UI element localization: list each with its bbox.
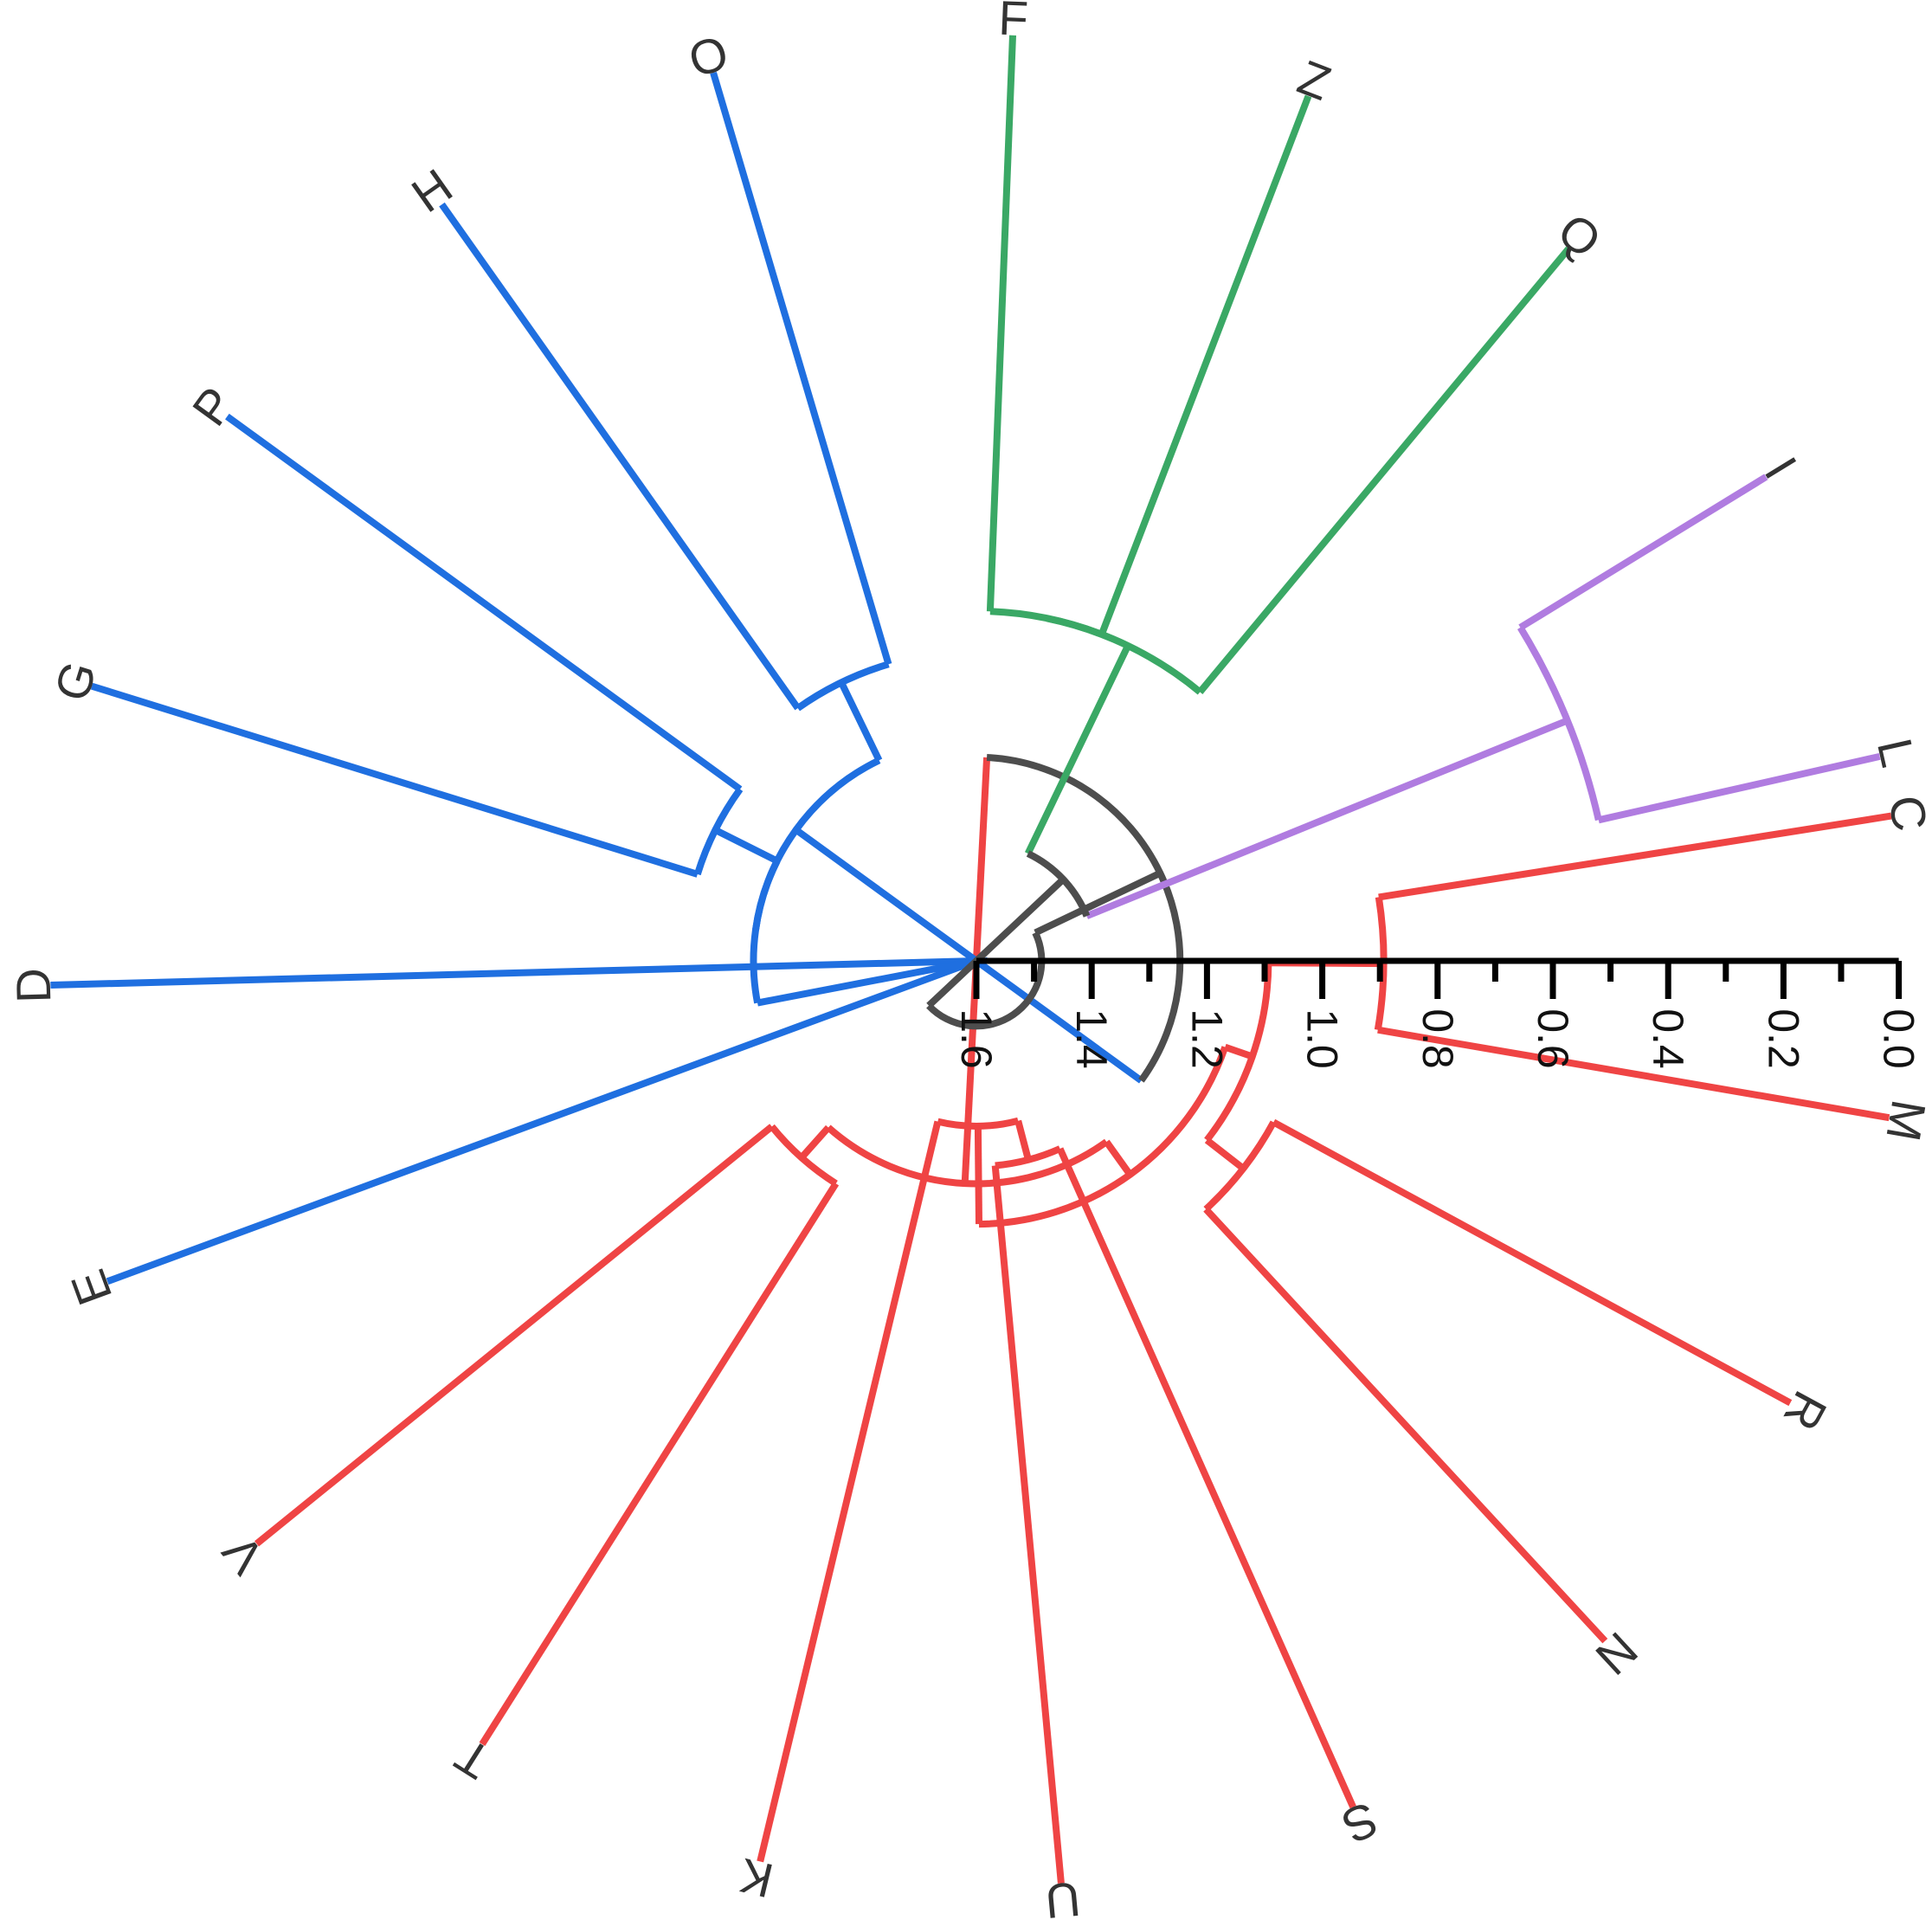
branch-m_RN xyxy=(1204,1137,1246,1172)
leaf-label-S: S xyxy=(1334,1791,1386,1854)
branch-m_HO xyxy=(838,680,883,763)
branch-m_ED xyxy=(757,956,985,1007)
branch-m_RNCM xyxy=(1223,1043,1254,1060)
scale-tick-label: 0.8 xyxy=(1414,1008,1462,1069)
branch-N xyxy=(1203,1207,1608,1644)
branch-P xyxy=(225,413,743,792)
leaf-label-E: E xyxy=(60,1263,122,1312)
branch-m_SU xyxy=(1014,1119,1032,1161)
branch-K xyxy=(757,1120,942,1863)
branch-L xyxy=(1597,752,1881,824)
branch-F xyxy=(986,35,1016,612)
scale-tick-label: 1.6 xyxy=(952,1008,1001,1069)
branch-V xyxy=(254,1124,775,1547)
scale-tick-label: 1.0 xyxy=(1298,1008,1347,1069)
branch-m_GP xyxy=(713,827,779,865)
leaf-label-R: R xyxy=(1774,1382,1839,1440)
scale-tick-label: 0.6 xyxy=(1529,1008,1577,1069)
leaf-label-C: C xyxy=(1878,792,1932,835)
branch-Z xyxy=(1098,94,1312,636)
arc-m_SUK xyxy=(937,1117,1020,1130)
branch-m_green xyxy=(1024,644,1131,855)
branch-O xyxy=(710,71,892,666)
branch-R xyxy=(1272,1118,1793,1407)
leaf-label-K: K xyxy=(734,1848,778,1909)
leaf-label-O: O xyxy=(683,25,735,88)
leaf-label-G: G xyxy=(43,655,106,707)
leaf-label-P: P xyxy=(182,377,245,435)
branch-Q xyxy=(1197,246,1572,694)
leaf-label-H: H xyxy=(402,158,461,223)
branch-I xyxy=(1518,474,1768,631)
branch-m_SUK xyxy=(974,1125,982,1225)
branch-G xyxy=(90,682,699,878)
dendrogram-branches xyxy=(50,35,1892,1884)
branch-H xyxy=(439,202,801,711)
leaf-label-F: F xyxy=(997,0,1029,46)
leaf-label-M: M xyxy=(1876,1096,1932,1145)
branch-m_TV xyxy=(799,1124,831,1160)
scale-tick-label: 1.2 xyxy=(1182,1008,1231,1069)
branch-m_greenpurple xyxy=(926,876,1066,1008)
branch-E xyxy=(106,955,985,1285)
branch-m_redblue xyxy=(1034,869,1162,937)
arc-m_SUKRNCM xyxy=(978,1046,1229,1228)
branch-D xyxy=(50,957,985,989)
leaf-label-L: L xyxy=(1867,733,1926,771)
branch-m_blue xyxy=(794,827,1143,1084)
leaf-label-Z: Z xyxy=(1291,49,1338,111)
leaf-label-U: U xyxy=(1043,1872,1083,1920)
branch-M xyxy=(1377,1026,1890,1122)
scale-tick-label: 0.4 xyxy=(1644,1008,1692,1069)
branch-C xyxy=(1378,812,1892,901)
branch-S xyxy=(1056,1147,1356,1809)
branch-U xyxy=(991,1165,1065,1884)
arc-m_red xyxy=(826,1124,1109,1188)
branch-m_IL xyxy=(1085,717,1569,919)
leaf-label-D: D xyxy=(5,967,61,1003)
arc-m_GP xyxy=(693,787,744,876)
scale-tick-label: 0.0 xyxy=(1875,1008,1923,1069)
leaf-label-T: T xyxy=(446,1728,500,1790)
height-scale-axis: 1.6 1.4 1.2 1.0 0.8 0.6 0.4 0.2 0.0 xyxy=(952,957,1923,1069)
scale-tick-label: 1.4 xyxy=(1067,1008,1116,1069)
leaf-label-I: I xyxy=(1754,448,1807,487)
scale-tick-label: 0.2 xyxy=(1759,1008,1807,1069)
branch-T xyxy=(479,1182,840,1747)
branch-m_SUKRNCM xyxy=(1104,1139,1133,1177)
